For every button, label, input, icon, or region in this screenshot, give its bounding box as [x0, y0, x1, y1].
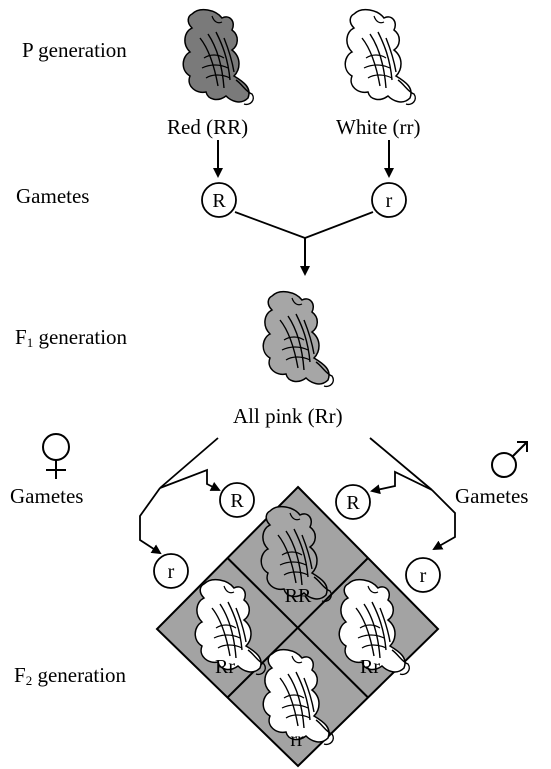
- p-generation-label: P generation: [22, 38, 127, 62]
- red-parent-label: Red (RR): [167, 115, 249, 139]
- f2-suffix: generation: [32, 663, 127, 687]
- f1-result-label: All pink (Rr): [233, 404, 343, 428]
- white-parent-label: White (rr): [336, 115, 421, 139]
- red-flower: [182, 8, 255, 106]
- gamete-circle-male-bottom: [405, 557, 441, 593]
- punnett-label-right: Rr: [360, 656, 380, 678]
- gamete-label-male-bottom: r: [420, 565, 427, 587]
- f2-prefix: F: [14, 663, 26, 687]
- gamete-label-p-left: R: [212, 190, 226, 212]
- f1-subscript: 1: [26, 335, 34, 350]
- pink-flower: [262, 290, 335, 388]
- f2-generation-label: F2 generation: [14, 663, 127, 688]
- gamete-label-female-bottom: r: [168, 561, 175, 583]
- white-flower: [344, 8, 417, 106]
- punnett-label-top: RR: [285, 585, 312, 607]
- gamete-circle-female-bottom: [153, 553, 189, 589]
- gamete-circle-p-left: [201, 182, 237, 218]
- gamete-circle-female-top: [219, 482, 255, 518]
- female-arrow-to-R: [159, 468, 221, 491]
- f1-generation-label: F1 generation: [15, 325, 128, 350]
- female-gametes-label: Gametes: [10, 484, 84, 508]
- f2-subscript: 2: [25, 673, 33, 688]
- gametes-label: Gametes: [16, 184, 90, 208]
- f1-branch-left: [159, 437, 219, 489]
- f1-prefix: F: [15, 325, 27, 349]
- punnett-label-left: Rr: [215, 656, 235, 678]
- male-arrow-to-R: [370, 470, 433, 495]
- female-arrow-to-r: [139, 487, 162, 555]
- gamete-label-female-top: R: [230, 490, 244, 512]
- female-symbol-icon: [42, 433, 70, 479]
- gamete-label-p-right: r: [386, 190, 393, 212]
- fusion-line-left: [234, 211, 306, 239]
- punnett-label-bottom: rr: [290, 729, 304, 751]
- f1-branch-right: [369, 437, 433, 491]
- gamete-label-male-top: R: [346, 492, 360, 514]
- punnett-square: RR Rr Rr rr: [155, 485, 440, 768]
- f1-suffix: generation: [33, 325, 128, 349]
- male-arrow-to-r: [431, 489, 456, 550]
- gamete-circle-male-top: [335, 484, 371, 520]
- male-symbol-icon: [491, 441, 528, 478]
- gamete-circle-p-right: [371, 182, 407, 218]
- male-gametes-label: Gametes: [455, 484, 529, 508]
- punnett-divider-b: [226, 557, 369, 699]
- fusion-line-right: [304, 211, 374, 239]
